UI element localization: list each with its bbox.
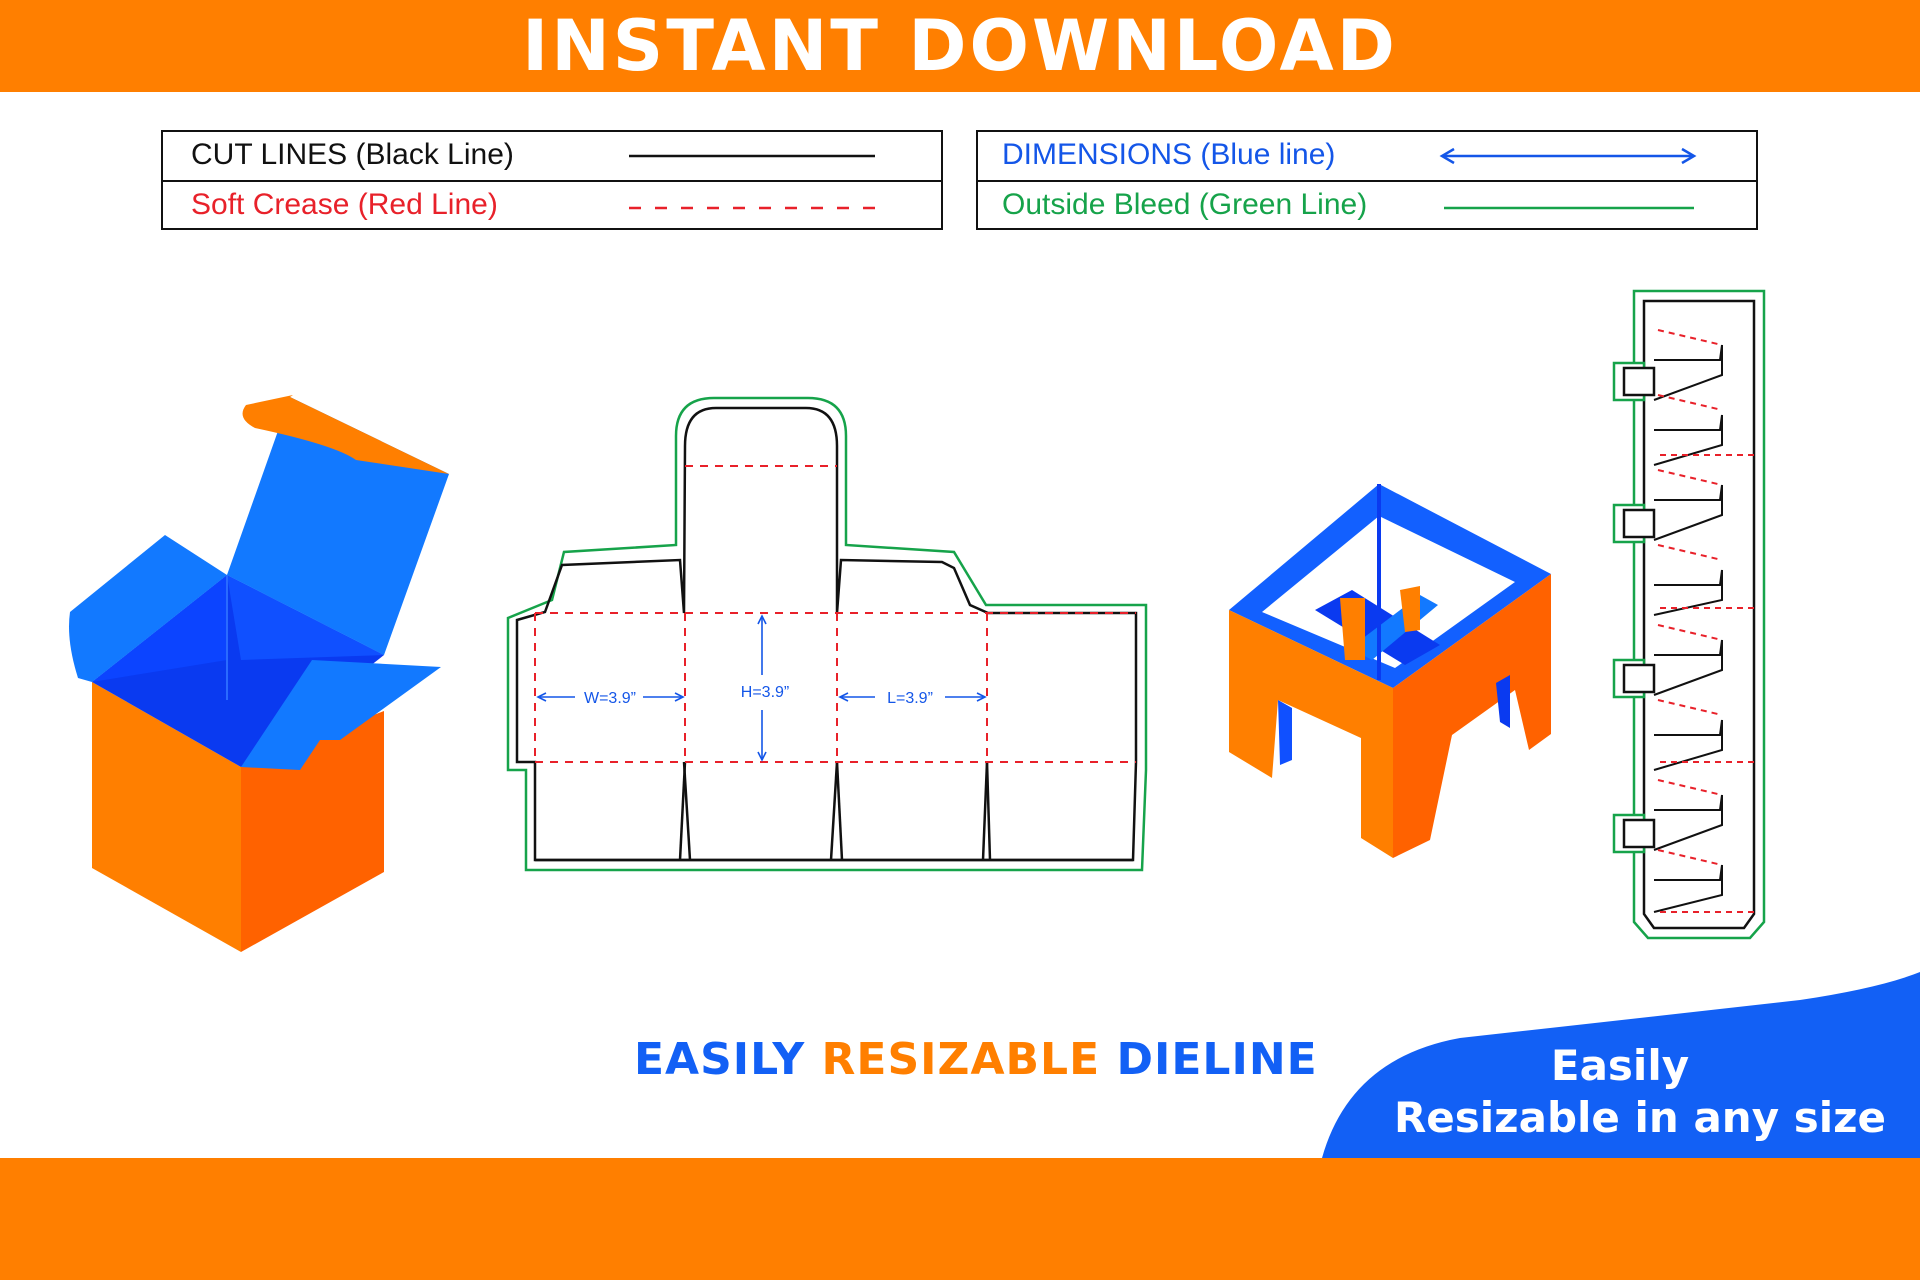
legend-row-dimensions: DIMENSIONS (Blue line)	[978, 132, 1756, 180]
legend-label-dimensions: DIMENSIONS (Blue line)	[1002, 138, 1336, 171]
insert-inner-wall-a	[1340, 598, 1365, 660]
banner-title: INSTANT DOWNLOAD	[522, 5, 1398, 87]
insert-left-wall	[1229, 610, 1393, 858]
badge-swoosh	[1322, 972, 1920, 1158]
box-left-flap	[69, 535, 227, 682]
top-banner: INSTANT DOWNLOAD	[0, 0, 1920, 92]
legend-row-cut: CUT LINES (Black Line)	[163, 132, 941, 180]
insert-dieline-strip	[1612, 289, 1766, 940]
bleed-line-sample	[1444, 206, 1694, 210]
height-dimension-label: H=3.9”	[741, 684, 789, 701]
flat-dieline: W=3.9” H=3.9” L=3.9”	[506, 396, 1148, 872]
width-dimension-label: W=3.9”	[584, 690, 636, 707]
legend-table-right: DIMENSIONS (Blue line) Outside Bleed (Gr…	[976, 130, 1758, 230]
insert-inner-wall-b	[1400, 586, 1420, 632]
headline-word-dieline: DIELINE	[1116, 1034, 1318, 1085]
insert-cut-outline	[1642, 299, 1756, 930]
headline-word-resizable: RESIZABLE	[821, 1034, 1101, 1085]
dimension-line-sample	[1439, 147, 1697, 165]
insert-notches	[1612, 361, 1656, 854]
cut-line-sample	[629, 154, 875, 158]
insert-mockup	[1229, 484, 1551, 858]
bleed-outline	[506, 396, 1148, 872]
insert-right-leg-blue	[1496, 675, 1510, 728]
legend-row-crease: Soft Crease (Red Line)	[163, 180, 941, 230]
dimension-arrows	[536, 614, 987, 762]
legend-row-bleed: Outside Bleed (Green Line)	[978, 180, 1756, 230]
crease-line-sample	[629, 206, 875, 210]
box-right-face	[241, 711, 384, 952]
legend-table-left: CUT LINES (Black Line) Soft Crease (Red …	[161, 130, 943, 230]
length-dimension-label: L=3.9”	[887, 690, 933, 707]
box-left-face	[92, 682, 241, 952]
badge-line-2: Resizable in any size	[1393, 1093, 1887, 1142]
insert-crease-lines	[1657, 329, 1754, 913]
panel-cut-lines	[535, 761, 1133, 862]
headline: EASILY RESIZABLE DIELINE	[634, 1034, 1318, 1085]
crease-lines	[534, 465, 1136, 763]
bottom-banner	[0, 1158, 1920, 1280]
cut-outline	[515, 406, 1138, 862]
insert-tab-cuts	[1653, 344, 1723, 913]
headline-word-easily: EASILY	[634, 1034, 806, 1085]
insert-inner-opening	[1262, 516, 1515, 668]
legend-label-bleed: Outside Bleed (Green Line)	[1002, 188, 1368, 221]
insert-left-leg-blue	[1278, 700, 1292, 765]
legend-label-crease: Soft Crease (Red Line)	[191, 188, 498, 221]
box-lid-tuck-flap	[242, 395, 449, 474]
badge-line-1: Easily	[1550, 1041, 1690, 1090]
legend-label-cut: CUT LINES (Black Line)	[191, 138, 514, 171]
box-right-flap	[241, 660, 441, 770]
open-box-mockup	[69, 395, 449, 952]
insert-right-wall	[1393, 574, 1551, 858]
badge-text: Easily Resizable in any size	[1380, 1040, 1900, 1144]
box-interior-back-right	[227, 575, 384, 660]
insert-bleed-outline	[1632, 289, 1766, 940]
